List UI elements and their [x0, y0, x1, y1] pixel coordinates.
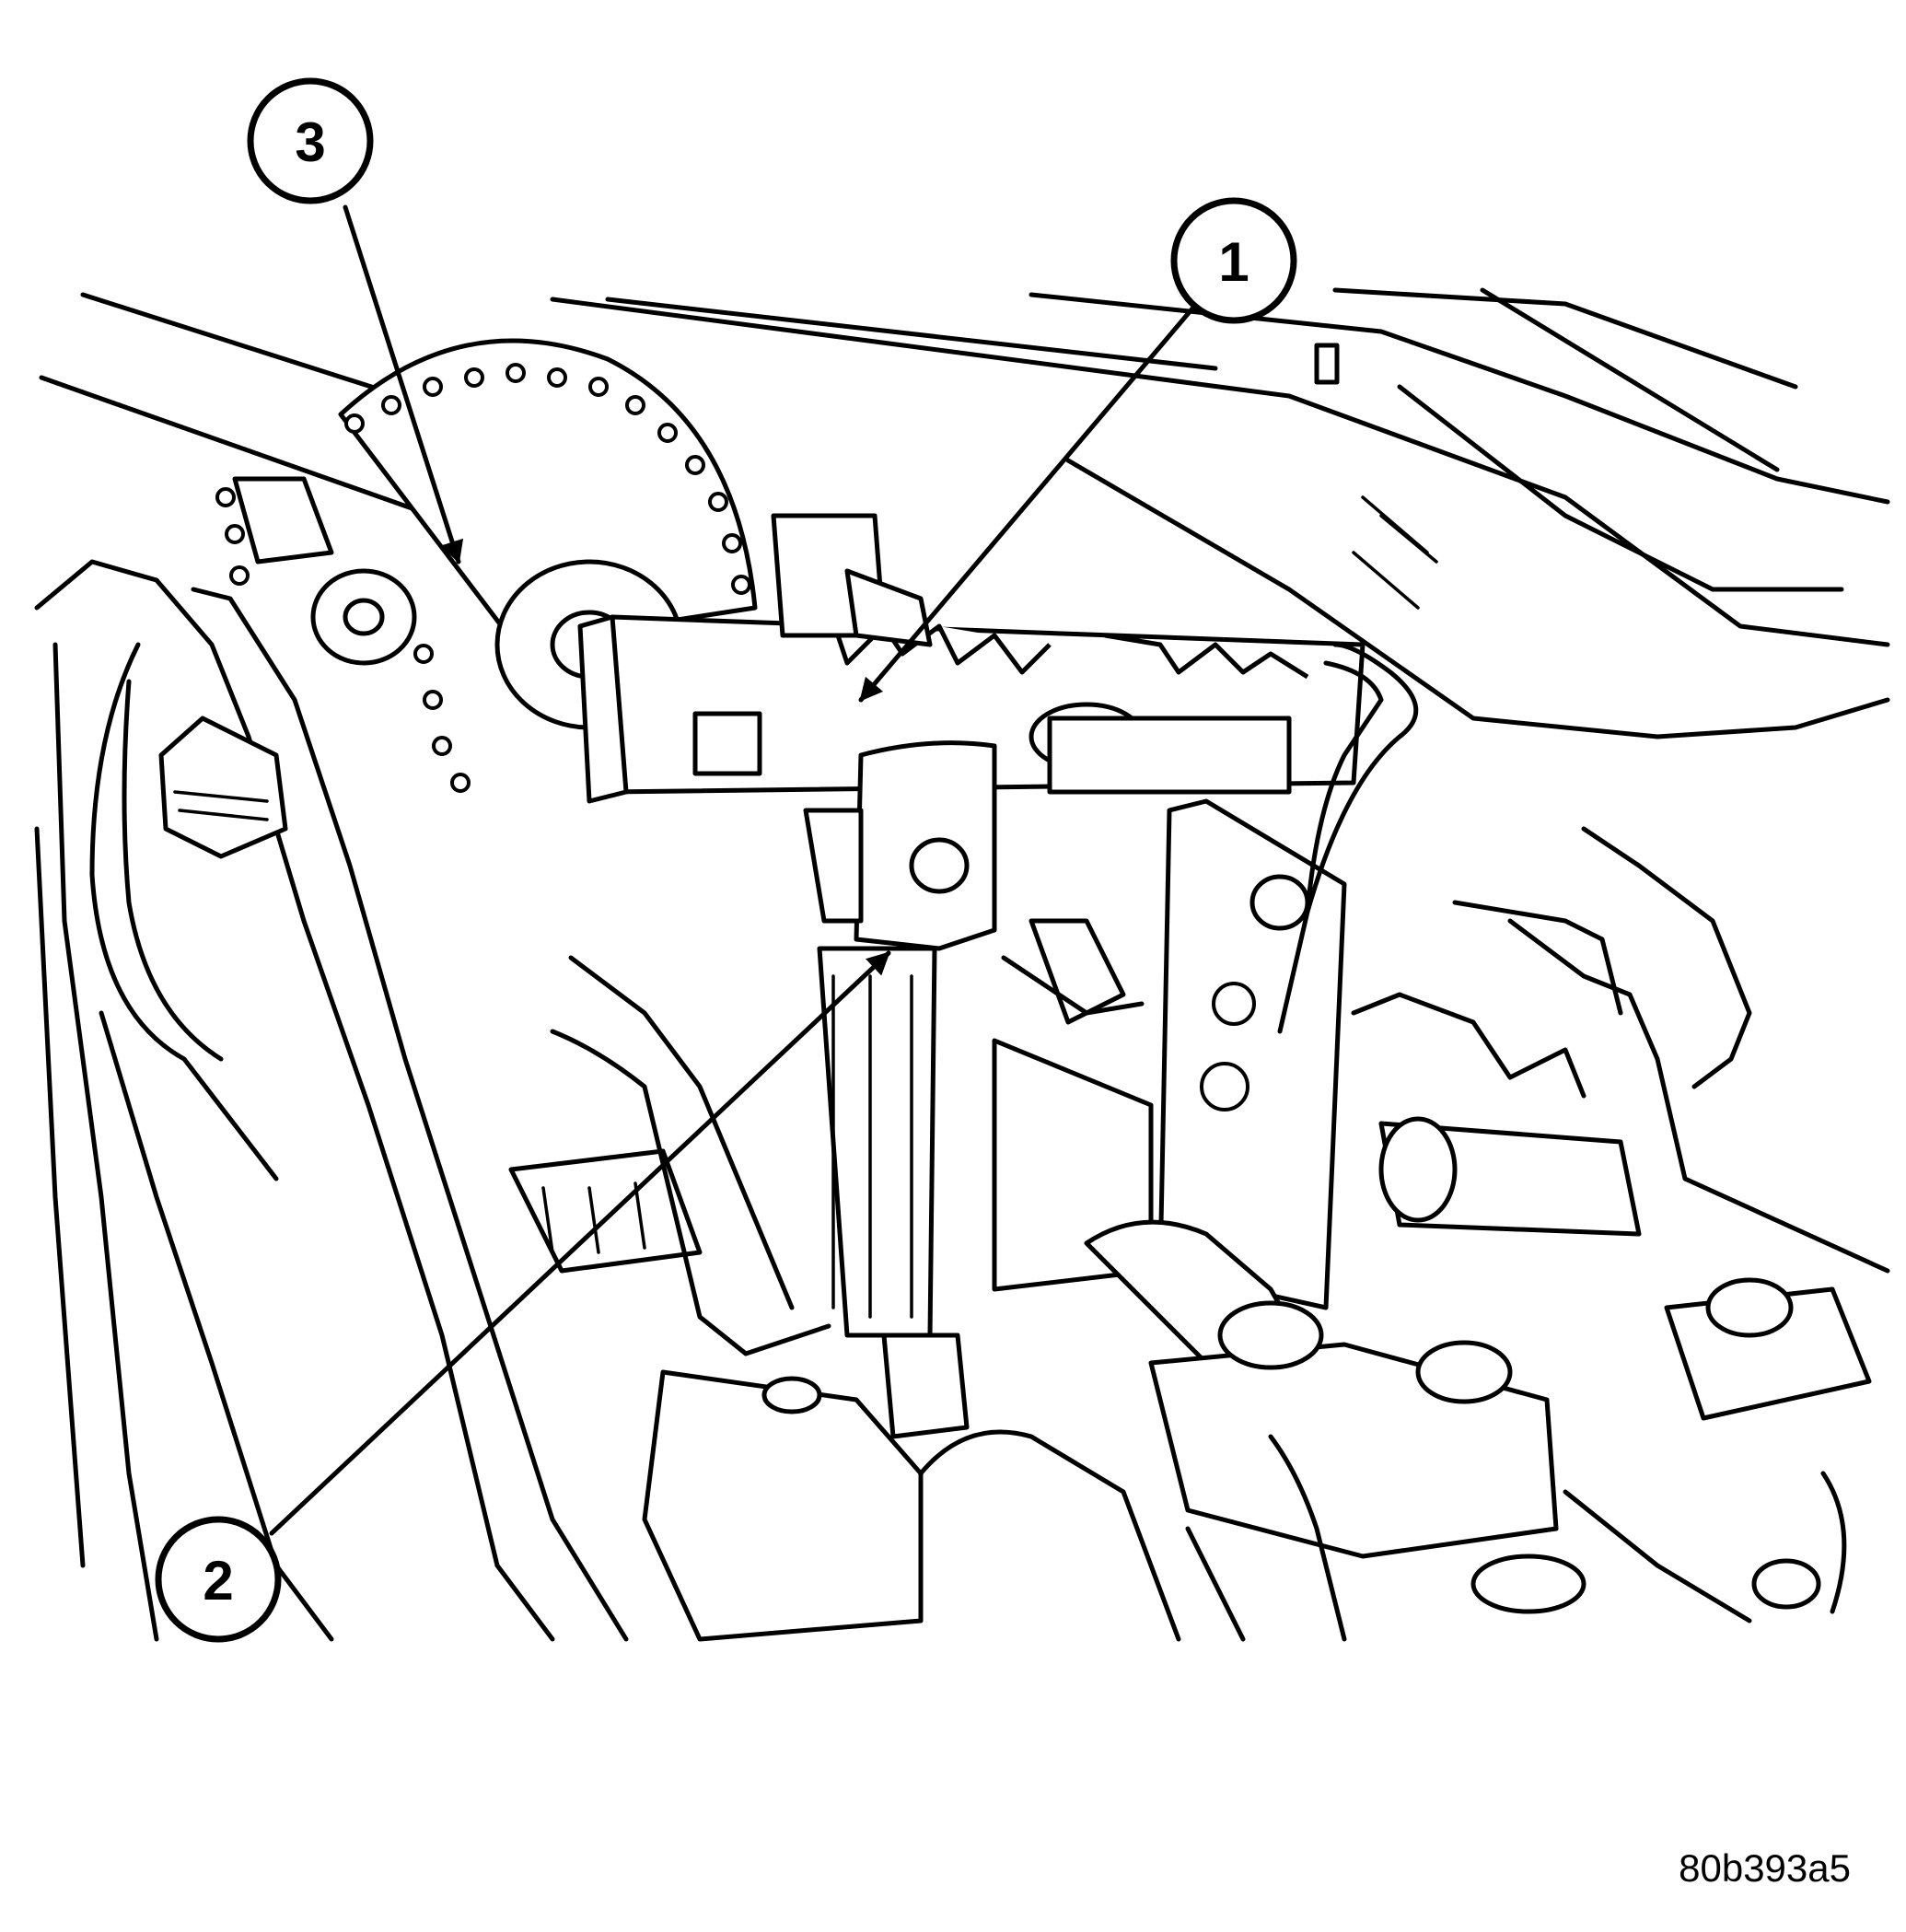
callout-1: 1: [1170, 197, 1297, 324]
leader-lines: [269, 204, 1195, 1536]
callout-3-label: 3: [295, 111, 325, 173]
callout-1-label: 1: [1218, 231, 1249, 293]
callout-2: 2: [155, 1516, 282, 1643]
upper-hoses: [39, 287, 1890, 739]
locking-pin: [1157, 642, 1419, 1310]
figure-code: 80b393a5: [1679, 1846, 1851, 1890]
sensor: [803, 740, 997, 1439]
callout-2-label: 2: [203, 1550, 233, 1612]
wiring-harness: [34, 559, 703, 1642]
timing-tool: [577, 513, 1366, 804]
cylinder-head: [550, 826, 1890, 1642]
callout-3: 3: [247, 77, 374, 204]
